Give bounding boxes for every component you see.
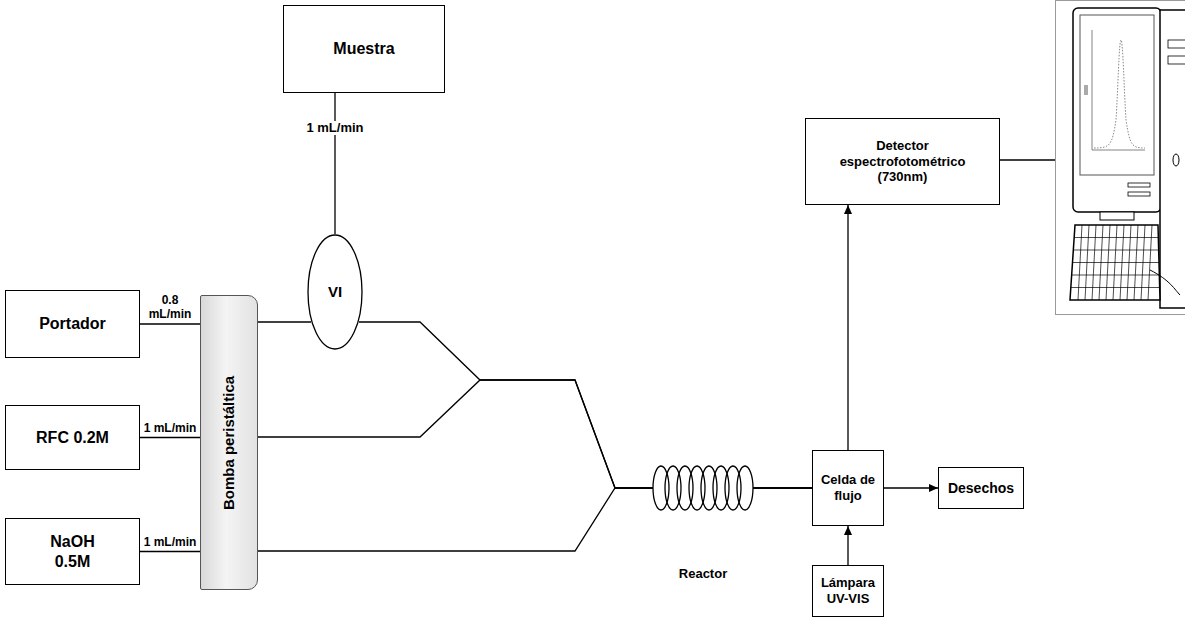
reactor-label: Reactor: [679, 566, 727, 581]
node-text: Celda de flujo: [817, 472, 879, 503]
node-text: VI: [328, 283, 342, 301]
flow-cell: Celda de flujo: [812, 450, 884, 526]
peristaltic-pump: Bomba peristáltica: [200, 295, 258, 590]
node-text: Muestra: [333, 39, 394, 58]
naoh-box: NaOH 0.5M: [5, 518, 140, 585]
node-text: RFC 0.2M: [36, 428, 109, 447]
tube-line: [334, 93, 335, 234]
waste-box: Desechos: [938, 467, 1024, 509]
tube-line: [140, 437, 200, 438]
node-text: Lámpara UV-VIS: [817, 575, 879, 606]
reagent-box: RFC 0.2M: [5, 405, 140, 470]
node-text: Portador: [39, 314, 106, 333]
flow-arrow: [847, 205, 848, 450]
flow-arrow: [884, 487, 938, 488]
node-text: Bomba peristáltica: [220, 375, 238, 509]
flow-rate-label: 1 mL/min: [143, 422, 198, 436]
computer-illustration: [1000, 1, 1185, 315]
node-text: Detector espectrofotométrico (730nm): [828, 138, 978, 185]
lamp-box: Lámpara UV-VIS: [812, 565, 884, 617]
reactor-coil: [653, 462, 753, 514]
flow-rate-label: 1 mL/min: [143, 536, 198, 550]
flow-rate-label: 1 mL/min: [305, 121, 364, 136]
tube-line: [258, 321, 311, 322]
tube-line: [140, 323, 200, 324]
injection-valve: VI: [307, 234, 363, 350]
flow-arrow: [847, 526, 848, 565]
carrier-box: Portador: [5, 290, 140, 358]
node-text: NaOH 0.5M: [33, 532, 113, 570]
node-text: Desechos: [948, 480, 1014, 497]
sample-box: Muestra: [283, 5, 445, 93]
flow-rate-label: 0.8 mL/min: [142, 294, 198, 322]
tube-line: [140, 551, 200, 552]
detector-box: Detector espectrofotométrico (730nm): [805, 118, 1000, 205]
